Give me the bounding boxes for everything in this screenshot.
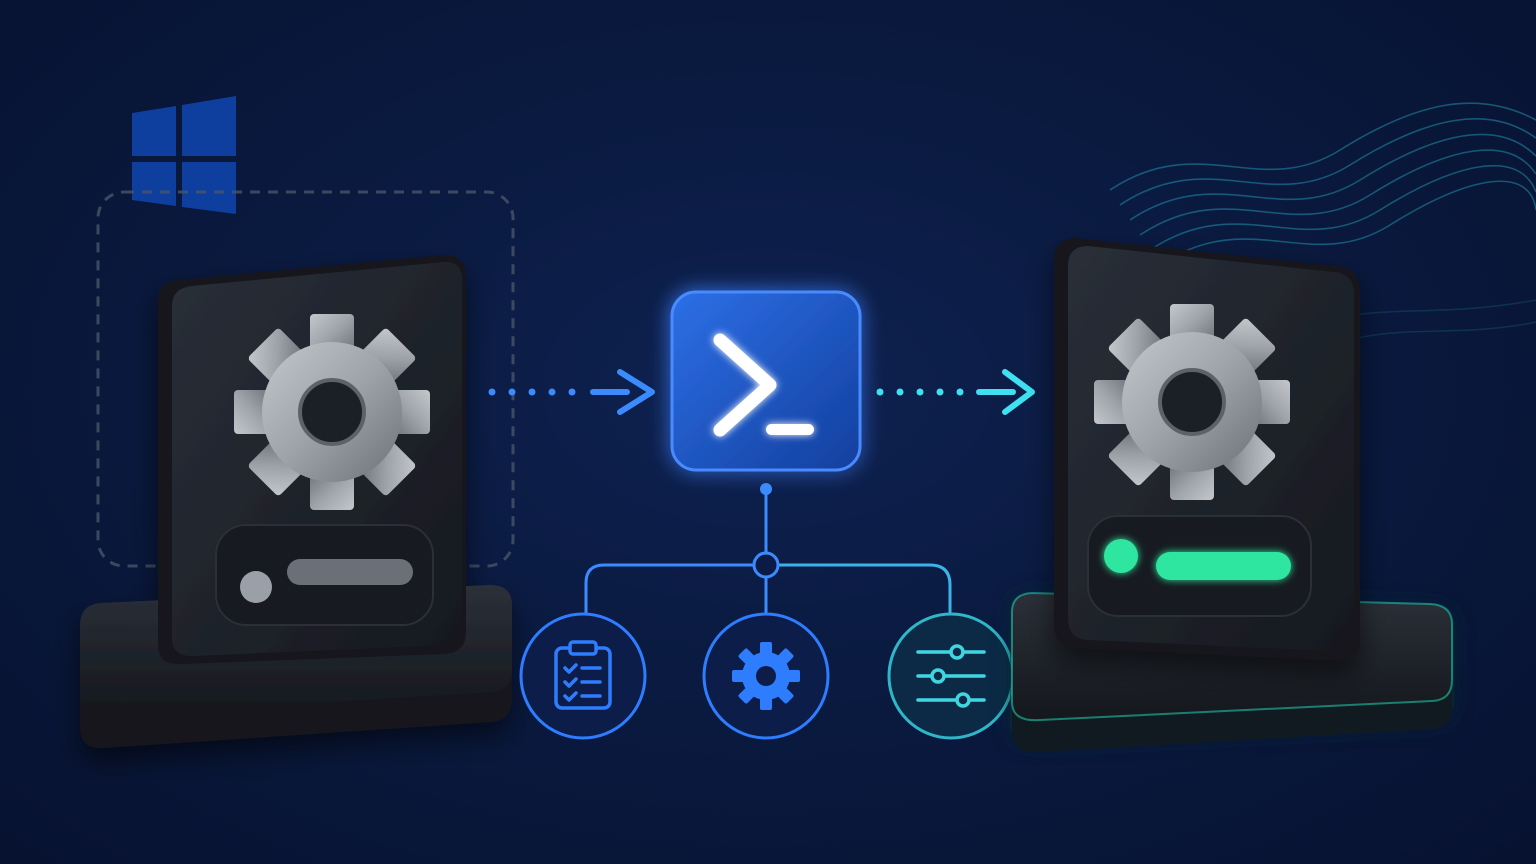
- status-light-off: [240, 571, 272, 603]
- gear-icon: [1092, 302, 1292, 502]
- action-sliders: [887, 612, 1015, 740]
- action-settings: [702, 612, 830, 740]
- flow-arrow-in: [488, 369, 655, 415]
- gear-icon: [232, 312, 432, 512]
- dashed-frame: [96, 190, 515, 568]
- status-indicator-bar: [1156, 552, 1291, 580]
- target-status-bar: [1087, 515, 1312, 617]
- clipboard-checklist-icon: [554, 640, 612, 710]
- decorative-waves: [1109, 102, 1536, 351]
- target-service-device: [1010, 238, 1454, 753]
- gear-icon: [732, 642, 800, 710]
- flow-arrow-out: [876, 369, 1035, 415]
- source-service-device: [80, 254, 512, 749]
- windows-logo-icon: [132, 96, 236, 214]
- branch-connector: [584, 483, 952, 617]
- powershell-prompt-icon: [713, 333, 814, 437]
- action-clipboard: [519, 612, 647, 740]
- status-light-on: [1104, 539, 1138, 573]
- status-indicator-bar: [287, 559, 413, 585]
- sliders-icon: [916, 644, 986, 708]
- source-status-bar: [215, 524, 434, 626]
